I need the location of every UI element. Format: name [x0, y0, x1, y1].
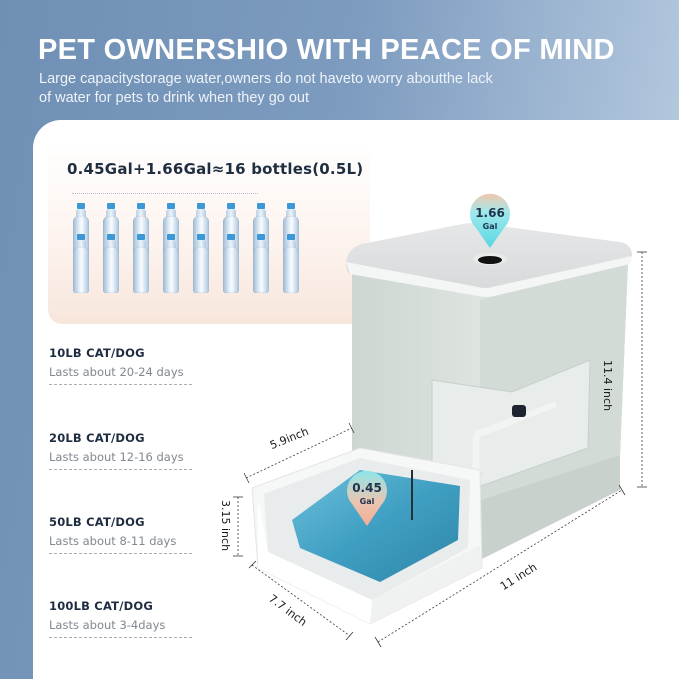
subtitle-line-1: Large capacitystorage water,owners do no…	[39, 71, 493, 87]
capacity-panel	[48, 142, 370, 324]
dashed-divider	[49, 469, 192, 470]
pet-duration-text: Lasts about 8-11 days	[49, 534, 177, 548]
capacity-title: 0.45Gal+1.66Gal≈16 bottles(0.5L)	[67, 160, 364, 178]
water-bottle-icon	[132, 234, 150, 294]
page-subtitle: Large capacitystorage water,owners do no…	[39, 70, 639, 108]
bottle-grid	[72, 203, 312, 303]
svg-text:1.66: 1.66	[475, 206, 505, 220]
dashed-divider	[49, 384, 192, 385]
subtitle-line-2: of water for pets to drink when they go …	[39, 90, 310, 106]
water-bottle-icon	[162, 234, 180, 294]
svg-text:Gal: Gal	[360, 497, 375, 506]
dashed-divider	[49, 637, 192, 638]
tank-lid	[346, 223, 632, 297]
page-title: PET OWNERSHIO WITH PEACE OF MIND	[38, 34, 615, 66]
capacity-divider	[72, 193, 258, 194]
valve-knob	[512, 405, 526, 417]
pet-item-10lb: 10LB CAT/DOG Lasts about 20-24 days	[49, 346, 194, 385]
lower-bowl	[251, 447, 620, 625]
svg-text:Gal: Gal	[483, 222, 498, 231]
pet-weight-label: 100LB CAT/DOG	[49, 599, 153, 613]
water-bottle-icon	[192, 234, 210, 294]
pet-weight-label: 50LB CAT/DOG	[49, 515, 145, 529]
dashed-divider	[49, 553, 192, 554]
pet-duration-text: Lasts about 20-24 days	[49, 365, 184, 379]
height-dimension-label: 11.4 inch	[601, 360, 614, 412]
pet-item-100lb: 100LB CAT/DOG Lasts about 3-4days	[49, 599, 194, 638]
upper-capacity-pin: 1.66 Gal	[470, 193, 510, 248]
lower-capacity-pin: 0.45 Gal	[346, 470, 388, 526]
svg-text:0.45: 0.45	[352, 481, 382, 495]
water-bottle-icon	[282, 234, 300, 294]
pet-item-50lb: 50LB CAT/DOG Lasts about 8-11 days	[49, 515, 194, 554]
bowl-height-dimension-label: 3.15 inch	[219, 500, 232, 552]
pet-duration-text: Lasts about 12-16 days	[49, 450, 184, 464]
pet-weight-label: 20LB CAT/DOG	[49, 431, 145, 445]
pet-item-20lb: 20LB CAT/DOG Lasts about 12-16 days	[49, 431, 194, 470]
water-bottle-icon	[72, 234, 90, 294]
water-bottle-icon	[252, 234, 270, 294]
header-banner: PET OWNERSHIO WITH PEACE OF MIND Large c…	[0, 0, 679, 120]
upper-tank	[352, 262, 628, 500]
pet-weight-label: 10LB CAT/DOG	[49, 346, 145, 360]
dimension-lines	[237, 252, 643, 643]
pet-duration-text: Lasts about 3-4days	[49, 618, 166, 632]
water-bottle-icon	[102, 234, 120, 294]
water-bottle-icon	[222, 234, 240, 294]
dimension-ticks	[233, 251, 647, 648]
